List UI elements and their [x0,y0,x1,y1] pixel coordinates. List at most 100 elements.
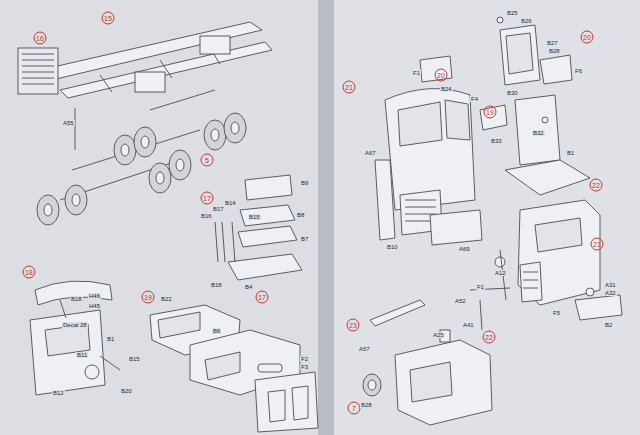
line-art [65,185,87,215]
step-number-circle: 19 [141,290,155,304]
line-art [121,144,129,156]
step-number-circle: 21 [590,237,604,251]
part-number: B12 [52,390,65,396]
line-art [268,386,308,422]
circle-outline [591,238,603,250]
part-number: B18 [70,296,83,302]
part-number: F1 [412,70,421,76]
step-number: 15 [104,15,112,22]
part-number: F2 [300,356,309,362]
step-number: 19 [486,109,494,116]
part-number: B20 [120,388,133,394]
part-number: B15 [128,356,141,362]
step-number: 5 [205,157,209,164]
step-number-circle: 19 [483,105,497,119]
line-art [60,90,215,200]
part-number: B2 [604,322,613,328]
line-art [135,72,165,92]
line-art [0,0,322,435]
line-art [211,129,219,141]
circle-outline [347,319,359,331]
line-art [258,364,282,372]
part-number: F6 [574,68,583,74]
line-art [363,374,381,396]
circle-outline [435,69,447,81]
step-number: 21 [593,241,601,248]
part-number: A52 [454,298,467,304]
line-art [368,380,376,390]
line-art [231,122,239,134]
part-number: F4 [470,96,479,102]
part-number: H45 [88,303,101,309]
circle-outline [483,331,495,343]
step-number-circle: 22 [482,330,496,344]
line-art [204,120,226,150]
step-number-circle: 23 [346,318,360,332]
step-number-circle: 18 [22,265,36,279]
part-number: F5 [552,310,561,316]
line-art [200,36,230,54]
part-number: B7 [300,236,309,242]
line-art [470,250,510,330]
circle-outline [201,192,213,204]
line-art [37,195,59,225]
part-number: A31 [604,282,617,288]
part-number: B9 [300,180,309,186]
part-number: B27 [546,40,559,46]
part-number: Decal 28 [62,322,88,328]
part-number: B1 [566,150,575,156]
step-number-circle: 20 [580,30,594,44]
part-number: A57 [358,346,371,352]
part-number: B28 [548,48,561,54]
circle-outline [343,81,355,93]
step-number: 21 [345,84,353,91]
circle-outline [256,291,268,303]
step-number: 20 [437,72,445,79]
step-number-circle: 17 [200,191,214,205]
part-number: A41 [462,322,475,328]
line-art [22,54,54,84]
step-number: 22 [485,334,493,341]
line-art [228,254,302,280]
line-art [134,127,156,157]
line-art [318,0,336,435]
part-number: B11 [76,352,88,358]
line-art [72,108,200,170]
line-art [72,194,80,206]
step-number: 19 [144,294,152,301]
line-art [445,100,470,140]
step-number: 17 [203,195,211,202]
part-number: B1 [106,336,115,342]
line-art [141,136,149,148]
part-number: B26 [520,18,533,24]
part-number: A32 [604,290,617,296]
part-number: B28 [360,402,373,408]
step-number-circle: 15 [101,11,115,25]
line-art [500,25,540,85]
line-art [60,42,272,98]
line-art [238,226,297,247]
line-art [240,205,295,226]
step-number-circle: 20 [434,68,448,82]
circle-outline [201,154,213,166]
line-art [420,56,452,82]
circle-outline [102,12,114,24]
step-number-circle: 5 [200,153,214,167]
part-number: B18 [210,282,223,288]
step-number-circle: 17 [255,290,269,304]
part-number: A25 [432,332,445,338]
interior-drawing [363,300,492,425]
line-art [523,272,538,288]
line-art [35,281,112,305]
part-number: B6 [212,328,221,334]
line-art [85,365,99,379]
line-art [375,160,395,240]
circle-outline [34,32,46,44]
part-number: B33 [490,138,503,144]
line-art [205,352,240,380]
cab-rear-drawing [30,281,120,395]
line-art [169,150,191,180]
part-number: B16 [200,213,213,219]
